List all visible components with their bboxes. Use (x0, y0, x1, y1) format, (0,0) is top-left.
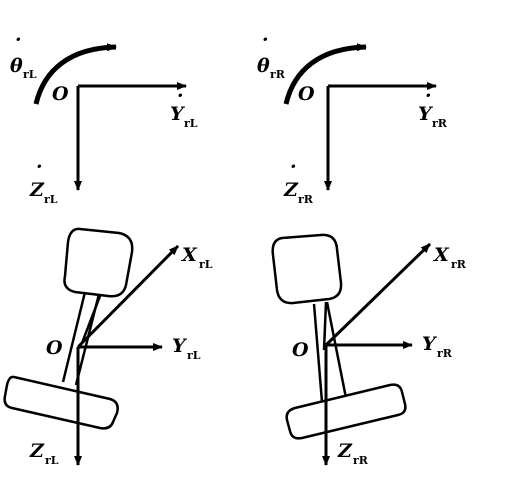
rotation-arrow-right (283, 43, 367, 105)
y-symbol-right-top: Y (418, 103, 434, 125)
svg-text:rL: rL (44, 193, 58, 206)
rate-symbol-right: θ (257, 55, 270, 77)
y-sub-right-bottom: rR (437, 347, 453, 360)
svg-text:rL: rL (184, 117, 198, 130)
right-bottom-frame: X rR O Y rR Z rR (271, 233, 467, 467)
svg-text:Y: Y (172, 335, 188, 357)
svg-text:O: O (292, 339, 309, 361)
svg-text:rR: rR (437, 347, 453, 360)
z-symbol-left-bottom: Z (29, 440, 45, 462)
svg-text:rR: rR (353, 454, 369, 467)
svg-text:X: X (433, 244, 450, 266)
stem-right-a (312, 303, 324, 403)
stem-left-c (80, 295, 102, 344)
svg-text:rL: rL (23, 68, 37, 81)
rate-sub-right: rR (270, 68, 286, 81)
z-symbol-left-top: Z (29, 179, 45, 201)
svg-text:Z: Z (283, 179, 299, 201)
z-sub-left-top: rL (44, 193, 58, 206)
rate-symbol-left: θ (10, 55, 23, 77)
svg-text:rR: rR (451, 258, 467, 271)
base-plate-right (285, 383, 407, 440)
origin-label-left-bottom: O (46, 337, 63, 359)
x-sub-right-bottom: rR (451, 258, 467, 271)
svg-text:Y: Y (422, 333, 438, 355)
right-top-frame: · θ rR O · Y rR · Z rR (257, 29, 448, 206)
svg-text:θ: θ (257, 55, 270, 77)
x-sub-left-bottom: rL (199, 258, 213, 271)
svg-text:rR: rR (298, 193, 314, 206)
svg-text:rR: rR (432, 117, 448, 130)
origin-label-left-top: O (52, 83, 69, 105)
z-sub-left-bottom: rL (45, 454, 59, 467)
origin-label-right-bottom: O (292, 339, 309, 361)
svg-text:Y: Y (170, 103, 186, 125)
y-sub-left-top: rL (184, 117, 198, 130)
svg-text:O: O (46, 337, 63, 359)
left-bottom-frame: X rL O Y rL Z rL (3, 227, 213, 467)
svg-text:rL: rL (45, 454, 59, 467)
stem-right-c (322, 301, 328, 351)
stem-right-b (325, 301, 348, 399)
rotation-arrow-left (33, 43, 117, 105)
y-symbol-right-bottom: Y (422, 333, 438, 355)
z-sub-right-top: rR (298, 193, 314, 206)
svg-text:Z: Z (29, 440, 45, 462)
head-block-left (63, 227, 134, 298)
svg-text:rL: rL (187, 349, 201, 362)
head-block-right (271, 233, 343, 305)
y-dot-right-top: · (425, 85, 432, 107)
y-sub-left-bottom: rL (187, 349, 201, 362)
svg-text:rL: rL (199, 258, 213, 271)
x-axis-left-bottom (76, 244, 180, 349)
x-axis-right-bottom (324, 242, 432, 347)
rate-dot-right: · (262, 29, 269, 51)
svg-text:θ: θ (10, 55, 23, 77)
svg-text:X: X (181, 244, 198, 266)
y-dot-left-top: · (177, 85, 184, 107)
x-symbol-right-bottom: X (433, 244, 450, 266)
z-symbol-right-bottom: Z (337, 440, 353, 462)
z-sub-right-bottom: rR (353, 454, 369, 467)
z-dot-right-top: · (290, 156, 297, 178)
svg-text:O: O (298, 83, 315, 105)
y-sub-right-top: rR (432, 117, 448, 130)
svg-text:Y: Y (418, 103, 434, 125)
left-top-frame: · θ rL O · Y rL · Z rL (10, 29, 198, 206)
rate-dot-left: · (15, 29, 22, 51)
rate-sub-left: rL (23, 68, 37, 81)
svg-text:rR: rR (270, 68, 286, 81)
y-symbol-left-bottom: Y (172, 335, 188, 357)
stem-left-a (61, 291, 87, 383)
origin-label-right-top: O (298, 83, 315, 105)
y-symbol-left-top: Y (170, 103, 186, 125)
base-plate-left (3, 375, 119, 430)
svg-text:Z: Z (337, 440, 353, 462)
svg-text:Z: Z (29, 179, 45, 201)
z-dot-left-top: · (36, 156, 43, 178)
svg-text:O: O (52, 83, 69, 105)
x-symbol-left-bottom: X (181, 244, 198, 266)
z-symbol-right-top: Z (283, 179, 299, 201)
